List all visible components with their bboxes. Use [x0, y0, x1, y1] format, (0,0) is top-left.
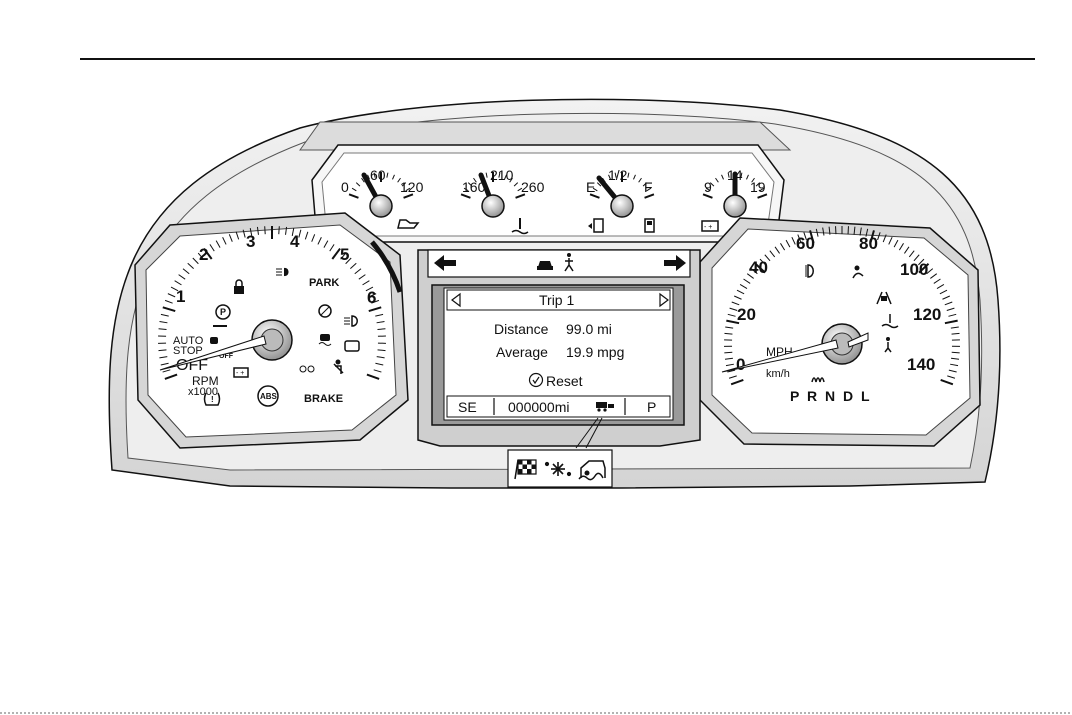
svg-text:E: E [586, 179, 595, 195]
speed-number-0: 0 [736, 355, 745, 374]
svg-text:!: ! [211, 395, 214, 404]
reset-label: Reset [546, 373, 583, 389]
average-label: Average [496, 344, 548, 360]
tach-number-3: 3 [246, 232, 255, 251]
driver-info-center: Trip 1 Distance 99.0 mi Average 19.9 mpg… [418, 250, 700, 446]
park-brake-label: PARK [309, 277, 339, 289]
svg-text:F: F [644, 179, 653, 195]
svg-text:0: 0 [341, 179, 349, 195]
prndl-indicator: P R N D L [790, 388, 872, 404]
svg-text:P: P [220, 307, 226, 317]
svg-text:260: 260 [521, 179, 545, 195]
speed-number-60: 60 [796, 234, 815, 253]
tick-mark [265, 226, 266, 234]
svg-text:210: 210 [490, 167, 514, 183]
tachometer: 1 2 3 4 5 6 AUTO STOP OFF RPM x1000 PARK… [135, 213, 408, 448]
odometer-value: 000000mi [508, 399, 570, 415]
svg-text:120: 120 [400, 179, 424, 195]
tick-mark [279, 226, 280, 234]
top-gauge-panel [312, 145, 784, 242]
svg-text:60: 60 [370, 167, 386, 183]
brake-warning-label: BRAKE [304, 393, 343, 405]
tick-mark [724, 352, 732, 353]
dic-page-title: Trip 1 [539, 292, 574, 308]
svg-text:19: 19 [750, 179, 766, 195]
auto-stop-label-stop: STOP [173, 345, 203, 357]
hill-descent-icon [210, 337, 218, 344]
speed-number-80: 80 [859, 234, 878, 253]
tick-mark [952, 352, 960, 353]
tick-mark [724, 333, 732, 334]
speed-number-140: 140 [907, 355, 935, 374]
svg-text:- +: - + [704, 224, 712, 231]
svg-text:9: 9 [704, 179, 712, 195]
svg-text:- +: - + [236, 370, 244, 377]
kmh-label: km/h [766, 368, 790, 380]
distance-value: 99.0 mi [566, 321, 612, 337]
speed-number-100: 100 [900, 260, 928, 279]
distance-label: Distance [494, 321, 549, 337]
tach-number-1: 1 [176, 287, 185, 306]
svg-text:ABS: ABS [260, 392, 278, 401]
speed-number-40: 40 [749, 258, 768, 277]
tach-number-4: 4 [290, 232, 300, 251]
tach-number-6: 6 [367, 288, 376, 307]
speed-number-20: 20 [737, 305, 756, 324]
tach-number-5: 5 [340, 245, 349, 264]
tick-mark [952, 333, 960, 334]
gear-position-label: P [647, 399, 656, 415]
speed-number-120: 120 [913, 305, 941, 324]
svg-text:1/2: 1/2 [608, 167, 628, 183]
speedometer: 0 20 40 60 80 100 120 140 MPH km/h P R N… [700, 218, 980, 446]
average-value: 19.9 mpg [566, 344, 624, 360]
tach-number-2: 2 [199, 245, 208, 264]
drive-mode-label: SE [458, 399, 477, 415]
